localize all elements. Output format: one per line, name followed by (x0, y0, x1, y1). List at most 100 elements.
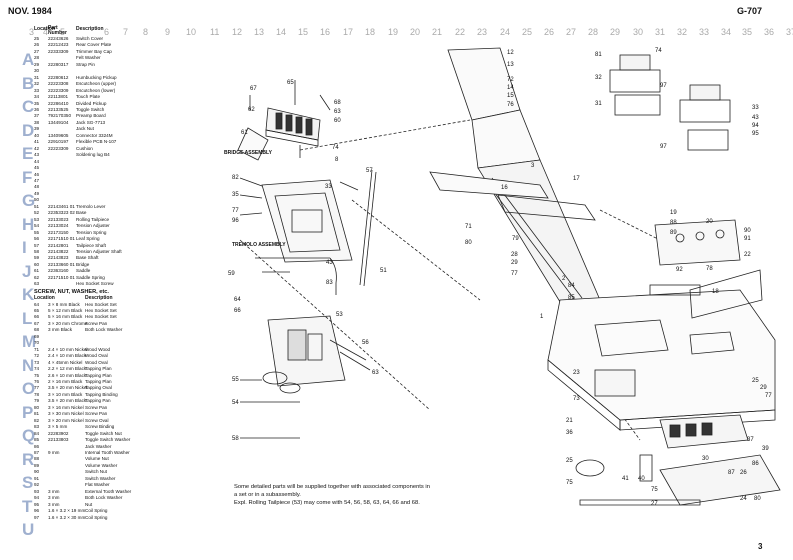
cell-description: Bridge (76, 261, 90, 267)
cell-size: 2.2 × 12 mm Black (48, 366, 87, 372)
cell-location: 64 (34, 301, 40, 307)
cell-part-number: 22280612 (48, 74, 69, 80)
callout-79: 79 (512, 236, 519, 242)
control-cavity-drawing (575, 369, 781, 506)
cell-description: Nut (85, 501, 93, 507)
cell-size: 3 mm (48, 495, 60, 501)
cell-part-number: 22363160 (48, 268, 69, 274)
callout-37: 37 (747, 437, 754, 443)
callout-73: 73 (573, 396, 580, 402)
cell-description: Both Lock Washer (85, 495, 123, 501)
cell-size: 2.4 × 10 mm Black (48, 353, 87, 359)
cell-location: 63 (34, 281, 40, 287)
cell-description: Divided Pickup (76, 100, 107, 106)
column-number: 14 (276, 27, 287, 37)
callout-33: 33 (325, 184, 332, 190)
cell-location: 48 (34, 184, 40, 190)
callout-72: 72 (507, 77, 514, 83)
cell-location: 73 (34, 359, 40, 365)
cell-part-number: 22143461 01 (48, 203, 75, 209)
callout-16: 16 (501, 185, 508, 191)
cell-location: 35 (34, 100, 40, 106)
cell-description: Flat Washer (85, 482, 110, 488)
cell-location: 60 (34, 261, 40, 267)
column-number: 13 (254, 27, 265, 37)
cell-location: 86 (34, 443, 40, 449)
cell-location: 50 (34, 197, 40, 203)
callout-31: 31 (595, 101, 602, 107)
callout-43: 43 (326, 260, 333, 266)
table-row: 50 (34, 197, 204, 203)
cell-location: 72 (34, 353, 40, 359)
cell-location: 29 (34, 61, 40, 67)
cell-size: 1.6 × 3.2 × 19 mm (48, 508, 86, 514)
page-number: 3 (758, 542, 763, 551)
table-row: 46 (34, 172, 204, 178)
column-number: 5 (60, 27, 66, 37)
cell-location: 94 (34, 495, 40, 501)
callout-61: 61 (241, 130, 248, 136)
cell-location: 43 (34, 152, 40, 158)
cell-description: Screw Pan (85, 404, 108, 410)
row-letter: U (22, 520, 35, 539)
cell-location: 77 (34, 385, 40, 391)
column-number: 15 (298, 27, 309, 37)
callout-labels: 67 65 62 68 60 61 63 74 82 35 77 96 33 5… (228, 48, 772, 507)
column-number: 8 (143, 27, 149, 37)
callout-2: 2 (562, 276, 566, 282)
cell-location: 68 (34, 327, 40, 333)
supply-note: Some detailed parts will be supplied tog… (234, 483, 534, 507)
cell-size: 3 mm (48, 501, 60, 507)
cell-location: 33 (34, 87, 40, 93)
row-letter: G (22, 191, 36, 210)
tremolo-assembly-drawing (239, 169, 377, 439)
cell-location: 71 (34, 346, 40, 352)
cell-description: Base Shaft (76, 255, 99, 261)
cell-description: Volume Washer (85, 462, 118, 468)
cell-size: 3 × 5 mm (48, 424, 68, 430)
cell-location: 47 (34, 177, 40, 183)
cell-part-number: 22133024 (48, 223, 69, 229)
callout-77c: 77 (765, 393, 772, 399)
cell-size: 5 × 16 mm Black (48, 314, 83, 320)
cell-location: 74 (34, 366, 40, 372)
callout-75: 75 (566, 480, 573, 486)
callout-29: 29 (511, 260, 518, 266)
cell-description: Tension Adjuster Shaft (76, 248, 122, 254)
cell-location: 96 (34, 508, 40, 514)
column-number: 32 (677, 27, 688, 37)
callout-33b: 33 (752, 105, 759, 111)
cell-part-number: 792170350 (48, 113, 71, 119)
cell-description: Rear Cover Plate (76, 42, 112, 48)
table-row: 94 3 mm Both Lock Washer (34, 495, 204, 501)
callout-57: 57 (366, 168, 373, 174)
cell-description: Screw Pan (85, 320, 108, 326)
column-number: 27 (566, 27, 577, 37)
cell-description: Jack SG-7713 (76, 119, 106, 125)
cell-location: 41 (34, 139, 40, 145)
callout-74b: 74 (655, 48, 662, 54)
cell-description: Preamp Board (76, 113, 106, 119)
callout-89: 89 (670, 230, 677, 236)
callout-78: 78 (706, 266, 713, 272)
column-number: 11 (210, 27, 220, 37)
cell-location: 37 (34, 113, 40, 119)
cell-location: 59 (34, 255, 40, 261)
table-row: 30 (34, 68, 204, 74)
callout-94: 94 (752, 123, 759, 129)
